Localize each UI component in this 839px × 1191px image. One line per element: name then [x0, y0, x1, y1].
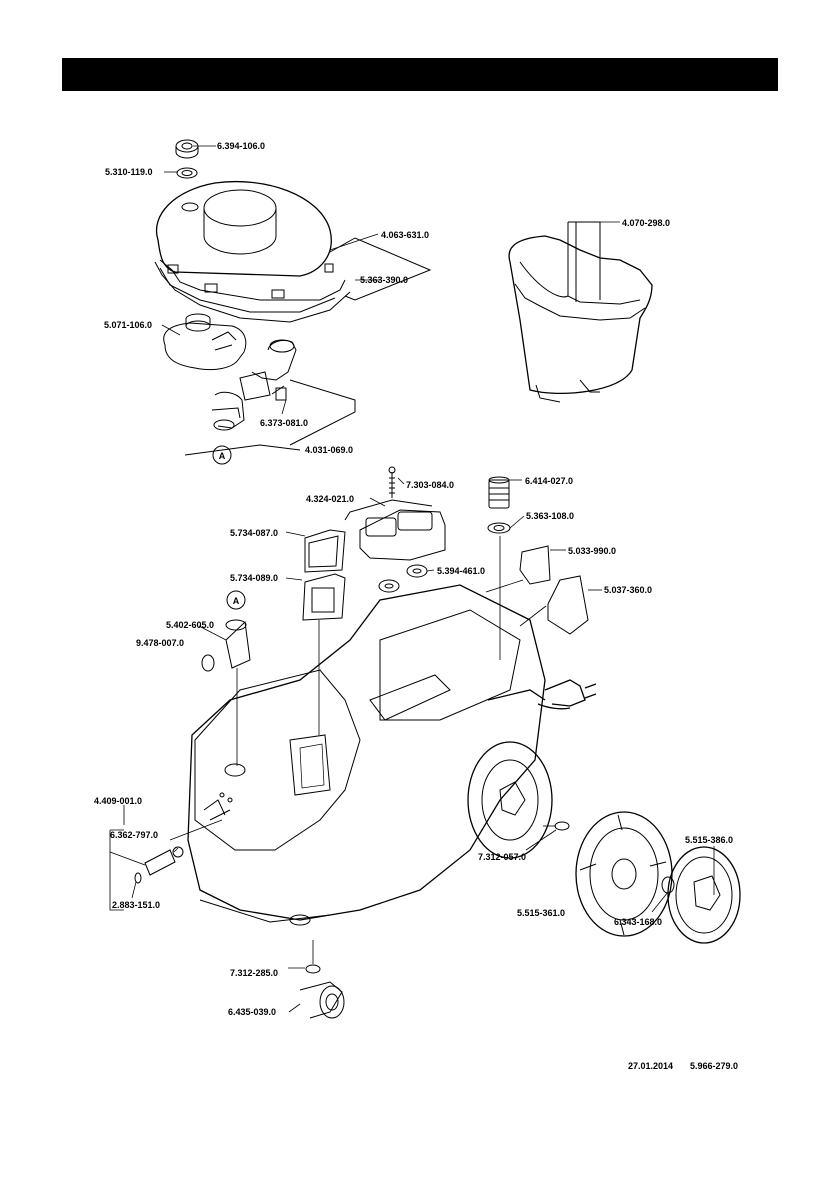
part-label-5.394-461.0: 5.394-461.0 [437, 566, 485, 576]
part-label-4.409-001.0: 4.409-001.0 [94, 796, 142, 806]
part-label-6.435-039.0: 6.435-039.0 [228, 1007, 276, 1017]
lid-assembly-drawing [154, 139, 432, 465]
part-label-5.310-119.0: 5.310-119.0 [105, 167, 153, 177]
part-label-5.402-605.0: 5.402-605.0 [166, 620, 214, 630]
container-drawing [508, 221, 653, 403]
header-bar [62, 58, 778, 91]
part-label-4.063-631.0: 4.063-631.0 [381, 230, 429, 240]
wheel-parts-drawing [134, 792, 741, 1019]
part-label-5.071-106.0: 5.071-106.0 [104, 320, 152, 330]
part-label-4.324-021.0: 4.324-021.0 [306, 494, 354, 504]
part-label-6.414-027.0: 6.414-027.0 [525, 476, 573, 486]
part-label-7.303-084.0: 7.303-084.0 [406, 480, 454, 490]
part-label-6.362-797.0: 6.362-797.0 [110, 830, 158, 840]
part-label-9.478-007.0: 9.478-007.0 [136, 638, 184, 648]
part-label-5.734-087.0: 5.734-087.0 [230, 528, 278, 538]
marker-a-upper: A [219, 451, 226, 461]
part-label-5.734-089.0: 5.734-089.0 [230, 573, 278, 583]
marker-a-lower: A [233, 596, 240, 606]
part-label-5.033-990.0: 5.033-990.0 [568, 546, 616, 556]
part-label-5.037-360.0: 5.037-360.0 [604, 585, 652, 595]
leader-lines [109, 145, 715, 1013]
motor-parts-drawing [201, 466, 589, 672]
footer-date: 27.01.2014 [628, 1061, 674, 1071]
part-label-7.312-285.0: 7.312-285.0 [230, 968, 278, 978]
part-label-6.343-168.0: 6.343-168.0 [614, 917, 662, 927]
part-label-4.070-298.0: 4.070-298.0 [622, 218, 670, 228]
part-label-5.363-390.0: 5.363-390.0 [360, 275, 408, 285]
part-label-5.515-386.0: 5.515-386.0 [685, 835, 733, 845]
vacuum-body-drawing [187, 584, 597, 926]
part-label-6.394-106.0: 6.394-106.0 [217, 141, 265, 151]
part-label-5.363-108.0: 5.363-108.0 [526, 511, 574, 521]
part-label-4.031-069.0: 4.031-069.0 [305, 445, 353, 455]
footer-doc-number: 5.966-279.0 [690, 1061, 739, 1071]
part-label-2.883-151.0: 2.883-151.0 [112, 900, 160, 910]
part-label-5.515-361.0: 5.515-361.0 [517, 908, 565, 918]
part-label-7.312-057.0: 7.312-057.0 [478, 852, 526, 862]
part-label-6.373-081.0: 6.373-081.0 [260, 418, 308, 428]
